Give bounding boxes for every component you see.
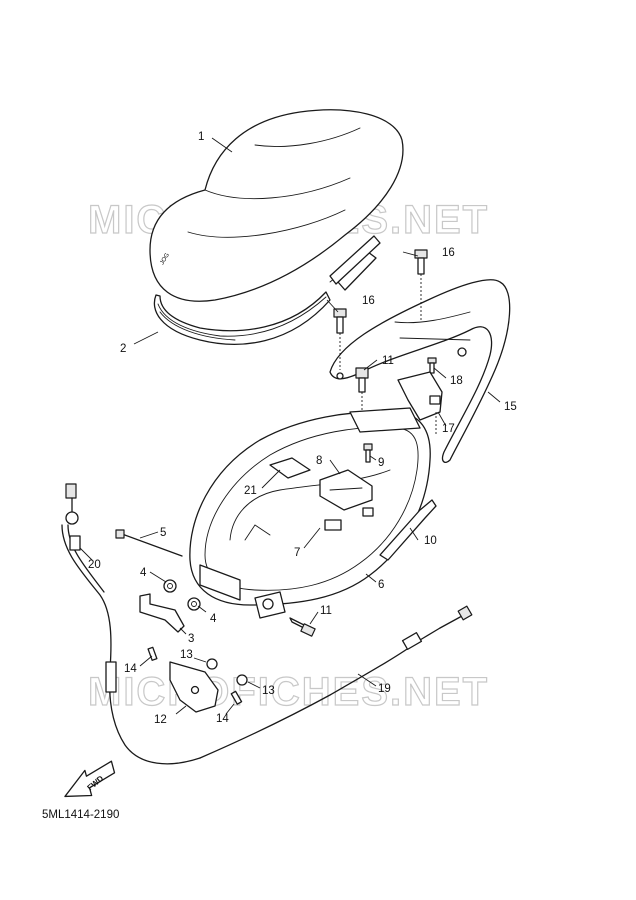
bolt-16-upper bbox=[414, 249, 428, 322]
callout-12: 12 bbox=[154, 714, 167, 726]
callout-6: 6 bbox=[378, 579, 384, 591]
nut-4-upper bbox=[163, 579, 177, 593]
seat-part: JOG bbox=[149, 109, 404, 302]
callout-21: 21 bbox=[244, 485, 257, 497]
callout-19: 19 bbox=[378, 683, 391, 695]
bolt-11-lower bbox=[289, 617, 316, 637]
side-rail-part bbox=[379, 499, 437, 561]
seat-trim-part bbox=[153, 235, 381, 345]
callout-8: 8 bbox=[316, 455, 322, 467]
callout-16b: 16 bbox=[362, 295, 375, 307]
callout-11a: 11 bbox=[382, 355, 394, 367]
screw-14-upper bbox=[147, 646, 158, 661]
bolt-11-upper bbox=[355, 367, 369, 412]
callout-3: 3 bbox=[188, 633, 194, 645]
nut-13-upper bbox=[206, 658, 218, 670]
callout-1: 1 bbox=[198, 131, 204, 143]
seat-hook-part bbox=[397, 371, 443, 434]
callout-4a: 4 bbox=[140, 567, 147, 579]
storage-box-part bbox=[189, 407, 431, 619]
callout-2: 2 bbox=[120, 343, 126, 355]
bolt-18 bbox=[427, 357, 437, 374]
callout-18: 18 bbox=[450, 375, 463, 387]
bracket-3-part bbox=[139, 593, 185, 633]
nut-4-lower bbox=[187, 597, 201, 611]
callout-4b: 4 bbox=[210, 613, 217, 625]
callout-5: 5 bbox=[160, 527, 166, 539]
callout-10: 10 bbox=[424, 535, 437, 547]
nut-13-lower bbox=[236, 674, 248, 686]
forward-arrow-icon: FWD bbox=[64, 760, 116, 798]
callout-9: 9 bbox=[378, 457, 384, 469]
callout-13a: 13 bbox=[180, 649, 193, 661]
plate-12-part bbox=[169, 661, 219, 713]
watermark-bottom: MICROFICHES.NET bbox=[88, 670, 489, 714]
callout-20: 20 bbox=[88, 559, 101, 571]
screw-14-lower bbox=[230, 690, 243, 705]
callout-14b: 14 bbox=[216, 713, 229, 725]
long-bolt-5 bbox=[115, 529, 183, 557]
svg-text:JOG: JOG bbox=[160, 252, 172, 266]
cable-19-part bbox=[199, 605, 473, 759]
callout-15: 15 bbox=[504, 401, 517, 413]
bolt-16-lower bbox=[333, 308, 347, 370]
tail-cover-part bbox=[329, 279, 511, 463]
callout-11b: 11 bbox=[320, 605, 332, 617]
callout-17: 17 bbox=[442, 423, 455, 435]
cable-20-part bbox=[61, 483, 201, 765]
label-sticker-part bbox=[269, 457, 311, 479]
callout-7: 7 bbox=[294, 547, 300, 559]
diagram-code: 5ML1414-2190 bbox=[42, 809, 119, 821]
callout-13b: 13 bbox=[262, 685, 275, 697]
callout-16a: 16 bbox=[442, 247, 455, 259]
callout-14a: 14 bbox=[124, 663, 137, 675]
